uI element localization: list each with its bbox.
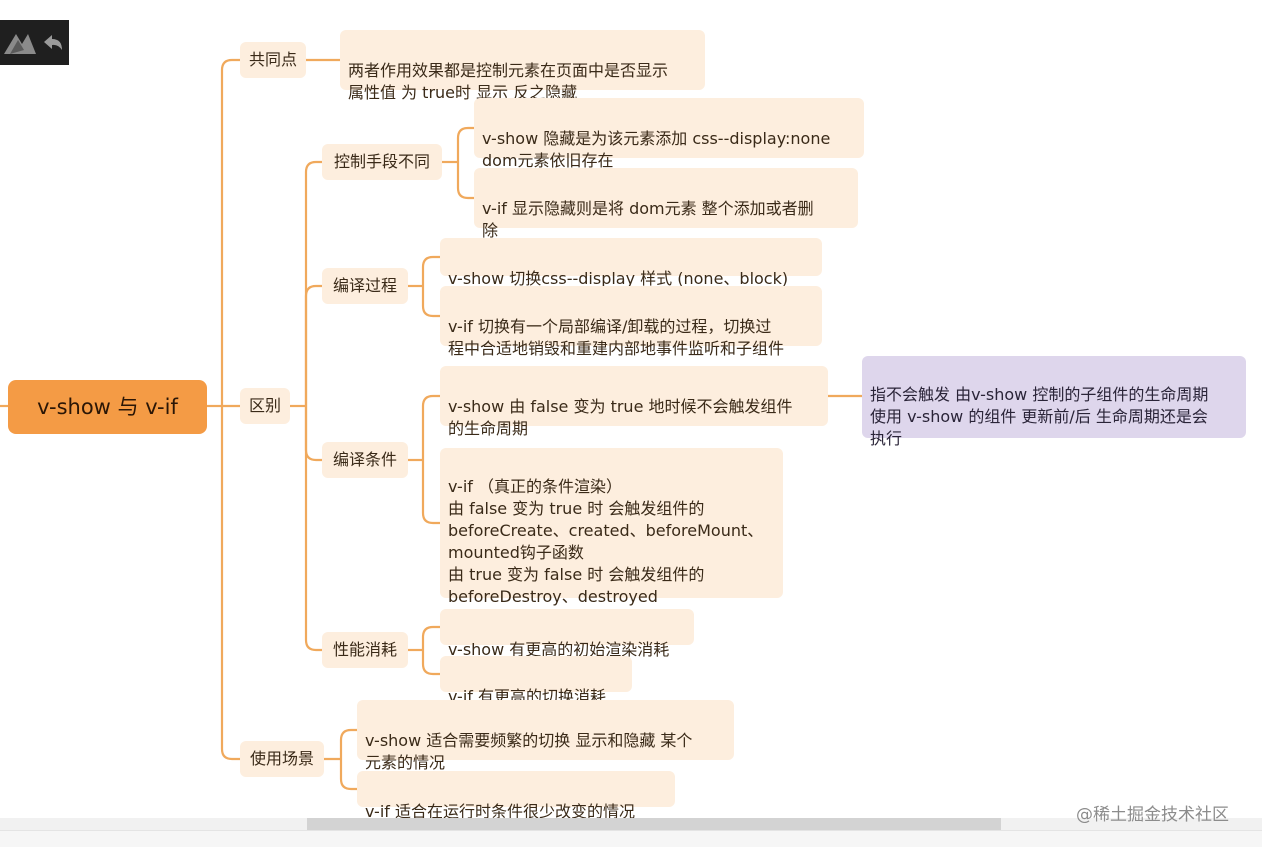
leaf-perf-vshow[interactable]: v-show 有更高的初始渲染消耗: [440, 609, 694, 659]
leaf-perf-vif[interactable]: v-if 有更高的切换消耗: [440, 656, 632, 706]
leaf-control-vshow[interactable]: v-show 隐藏是为该元素添加 css--display:none dom元素…: [474, 98, 864, 170]
topic-common[interactable]: 共同点: [240, 42, 306, 78]
bottom-bar: [0, 830, 1262, 847]
leaf-compile-vshow[interactable]: v-show 切换css--display 样式 (none、block): [440, 238, 822, 288]
leaf-condition-vshow-text: v-show 由 false 变为 true 地时候不会触发组件 的生命周期: [448, 397, 793, 438]
subtopic-control[interactable]: 控制手段不同: [322, 144, 442, 180]
leaf-usage-vshow-text: v-show 适合需要频繁的切换 显示和隐藏 某个 元素的情况: [365, 731, 693, 772]
horizontal-scrollbar-thumb[interactable]: [307, 818, 1001, 830]
subtopic-condition-label: 编译条件: [332, 450, 397, 469]
leaf-compile-vif-text: v-if 切换有一个局部编译/卸载的过程，切换过 程中合适地销毁和重建内部地事件…: [448, 317, 785, 358]
note-condition-vshow[interactable]: 指不会触发 由v-show 控制的子组件的生命周期 使用 v-show 的组件 …: [862, 356, 1246, 448]
leaf-common-text: 两者作用效果都是控制元素在页面中是否显示 属性值 为 true时 显示 反之隐藏: [348, 61, 669, 102]
subtopic-condition[interactable]: 编译条件: [322, 442, 408, 478]
leaf-control-vif[interactable]: v-if 显示隐藏则是将 dom元素 整个添加或者删 除: [474, 168, 858, 240]
subtopic-compile[interactable]: 编译过程: [322, 268, 408, 304]
root-label: v-show 与 v-if: [37, 395, 178, 419]
leaf-usage-vshow[interactable]: v-show 适合需要频繁的切换 显示和隐藏 某个 元素的情况: [357, 700, 734, 772]
subtopic-perf-label: 性能消耗: [332, 640, 397, 659]
topic-usage-label: 使用场景: [249, 749, 314, 768]
leaf-common-desc[interactable]: 两者作用效果都是控制元素在页面中是否显示 属性值 为 true时 显示 反之隐藏: [340, 30, 705, 102]
watermark: @稀土掘金技术社区: [1076, 805, 1229, 825]
leaf-usage-vif-text: v-if 适合在运行时条件很少改变的情况: [365, 802, 635, 821]
leaf-usage-vif[interactable]: v-if 适合在运行时条件很少改变的情况: [357, 771, 675, 821]
root-node[interactable]: v-show 与 v-if: [8, 380, 207, 434]
leaf-compile-vshow-text: v-show 切换css--display 样式 (none、block): [448, 269, 789, 288]
leaf-control-vif-text: v-if 显示隐藏则是将 dom元素 整个添加或者删 除: [482, 199, 814, 240]
toolbar: [0, 20, 69, 65]
logo-icon[interactable]: [4, 34, 36, 54]
subtopic-perf[interactable]: 性能消耗: [322, 632, 408, 668]
topic-diff-label: 区别: [248, 396, 281, 415]
leaf-control-vshow-text: v-show 隐藏是为该元素添加 css--display:none dom元素…: [482, 129, 831, 170]
note-condition-vshow-text: 指不会触发 由v-show 控制的子组件的生命周期 使用 v-show 的组件 …: [870, 385, 1209, 448]
leaf-condition-vif[interactable]: v-if （真正的条件渲染） 由 false 变为 true 时 会触发组件的 …: [440, 448, 783, 606]
topic-diff[interactable]: 区别: [240, 388, 290, 424]
topic-common-label: 共同点: [248, 50, 297, 69]
leaf-compile-vif[interactable]: v-if 切换有一个局部编译/卸载的过程，切换过 程中合适地销毁和重建内部地事件…: [440, 286, 822, 358]
leaf-perf-vshow-text: v-show 有更高的初始渲染消耗: [448, 640, 670, 659]
leaf-condition-vshow[interactable]: v-show 由 false 变为 true 地时候不会触发组件 的生命周期: [440, 366, 828, 438]
topic-usage[interactable]: 使用场景: [240, 741, 324, 777]
subtopic-control-label: 控制手段不同: [333, 152, 430, 171]
subtopic-compile-label: 编译过程: [332, 276, 397, 295]
undo-icon[interactable]: [44, 35, 62, 50]
leaf-condition-vif-text: v-if （真正的条件渲染） 由 false 变为 true 时 会触发组件的 …: [448, 477, 764, 606]
